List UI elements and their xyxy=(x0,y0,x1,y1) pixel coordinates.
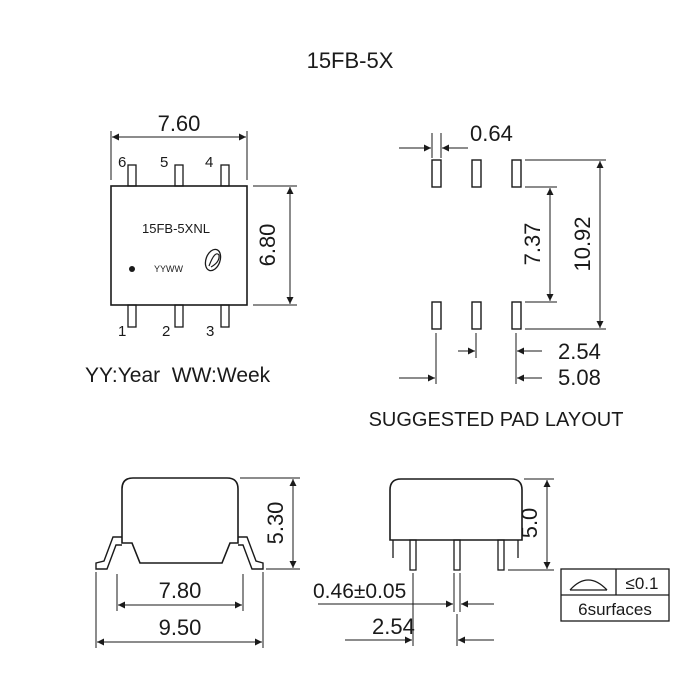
dim-height-6-80: 6.80 xyxy=(255,224,280,267)
pin-1-lead xyxy=(127,304,137,328)
pin-6-lead xyxy=(127,164,137,187)
package-body-outline xyxy=(110,185,248,306)
front-view: 5.30 7.80 9.50 xyxy=(95,477,300,648)
dim-lead-width-0-46: 0.46±0.05 xyxy=(313,580,406,603)
drawing-title: 15FB-5X xyxy=(307,48,394,73)
pin-2-lead xyxy=(174,304,184,328)
dim-front-lead-span-9-50: 9.50 xyxy=(159,615,202,640)
dim-outer-span-10-92: 10.92 xyxy=(570,216,595,271)
manufacturer-logo-icon xyxy=(204,248,222,272)
dim-side-height-5-0: 5.0 xyxy=(517,508,542,539)
pin-label-4: 4 xyxy=(205,154,213,171)
pin-1-dot xyxy=(129,266,135,272)
pin-3-lead xyxy=(220,304,230,328)
pin-label-6: 6 xyxy=(118,154,126,171)
profile-of-surface-icon xyxy=(569,579,608,591)
dim-front-height-5-30: 5.30 xyxy=(263,502,288,545)
pad-bottom-2 xyxy=(471,301,482,330)
pad-layout-view: 0.64 7.37 10.92 2.54 5.08 SUGGESTED PAD … xyxy=(369,121,624,431)
dim-pad-width-0-64: 0.64 xyxy=(470,121,513,146)
date-code-marking: YYWW xyxy=(154,264,184,274)
pin-label-3: 3 xyxy=(206,323,214,340)
pin-label-1: 1 xyxy=(118,323,126,340)
front-right-lead xyxy=(238,536,264,570)
side-lead-1 xyxy=(409,539,417,571)
pin-4-lead xyxy=(220,164,230,187)
front-body-outline xyxy=(121,477,239,564)
top-view: 6 5 4 1 2 3 15FB-5XNL YYWW 7.60 6.80 YY:… xyxy=(85,111,297,387)
pin-label-2: 2 xyxy=(162,323,170,340)
pad-top-2 xyxy=(471,159,482,188)
dim-inner-span-7-37: 7.37 xyxy=(520,223,545,266)
flatness-tolerance-box: ≤0.1 6surfaces xyxy=(560,568,670,622)
flatness-note: 6surfaces xyxy=(578,600,652,619)
side-lead-3 xyxy=(497,539,505,571)
dim-side-pitch-2-54: 2.54 xyxy=(372,614,415,639)
pad-layout-caption: SUGGESTED PAD LAYOUT xyxy=(369,409,624,431)
pad-top-3 xyxy=(511,159,522,188)
side-view: 5.0 0.46±0.05 2.54 xyxy=(313,478,554,646)
pin-label-5: 5 xyxy=(160,154,168,171)
pad-bottom-1 xyxy=(431,301,442,330)
part-marking: 15FB-5XNL xyxy=(142,221,210,236)
dim-front-body-width-7-80: 7.80 xyxy=(159,578,202,603)
dim-pad-total-5-08: 5.08 xyxy=(558,365,601,390)
date-code-legend: YY:Year WW:Week xyxy=(85,364,271,387)
side-lead-2 xyxy=(453,539,461,571)
pad-top-1 xyxy=(431,159,442,188)
dim-width-7-60: 7.60 xyxy=(158,111,201,136)
side-body-outline xyxy=(389,478,523,541)
flatness-value: ≤0.1 xyxy=(626,574,659,593)
pad-bottom-3 xyxy=(511,301,522,330)
dim-pad-pitch-2-54: 2.54 xyxy=(558,339,601,364)
pin-5-lead xyxy=(174,164,184,187)
front-left-lead xyxy=(95,536,122,570)
